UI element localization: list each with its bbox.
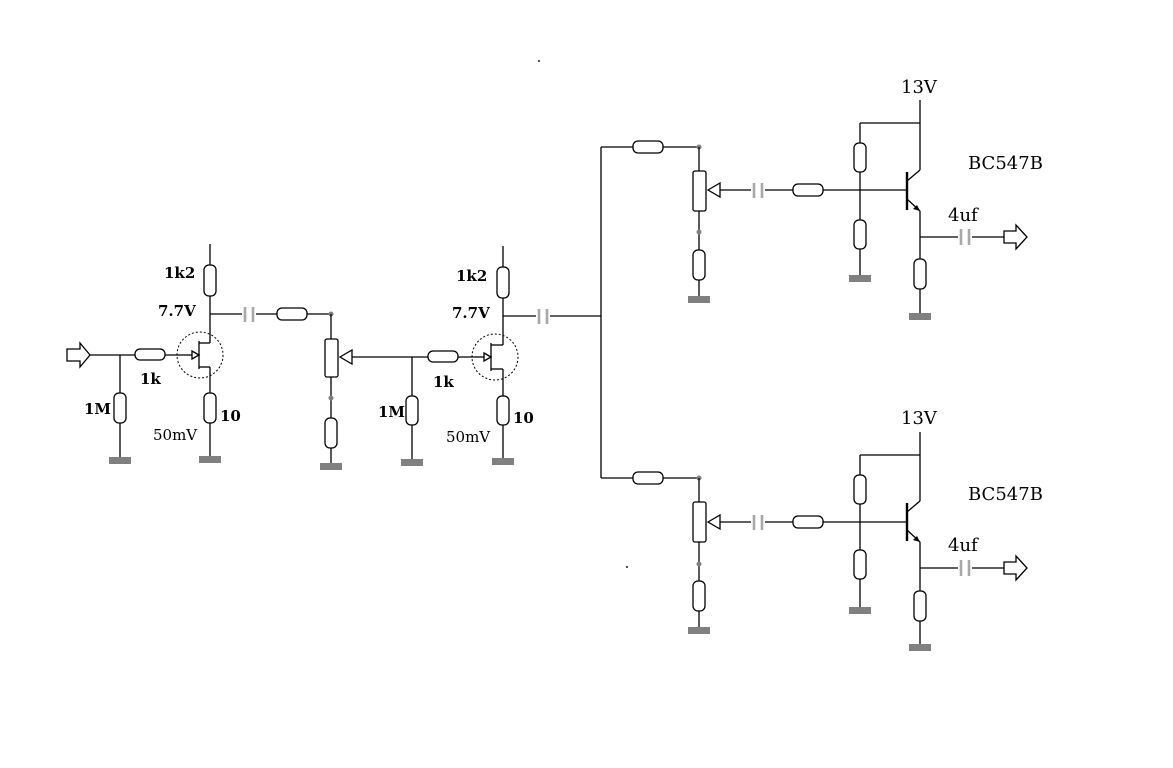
ground-icon [199, 456, 221, 463]
split-resistor-top [632, 140, 664, 154]
ground-icon [909, 313, 931, 320]
coupling-capacitor-bottom [752, 515, 764, 530]
wiper-arrow-icon [706, 181, 721, 199]
stage2-circuit [352, 147, 602, 478]
stage1-gate-resistor-label: 1k [140, 370, 161, 388]
stage2-gate-resistor-label: 1k [433, 373, 454, 391]
emitter-resistor-top [913, 258, 927, 290]
stage1-circuit [66, 244, 353, 470]
gate-resistor-2 [427, 350, 459, 363]
ground-icon [401, 459, 423, 466]
bias-lower-resistor-top [853, 219, 867, 250]
ground-icon [688, 627, 710, 634]
base-resistor-bottom [792, 515, 824, 529]
pot-resistor-1 [324, 417, 338, 449]
stage1-drain-resistor-label: 1k2 [164, 264, 196, 282]
stage2-drain-resistor-label: 1k2 [456, 267, 488, 285]
bjt-bottom [905, 432, 921, 591]
output-arrow-icon [1003, 223, 1028, 251]
bjt-top [905, 100, 921, 259]
output-top-circuit [601, 100, 1028, 320]
top-capacitor-label: 4uf [948, 205, 978, 226]
source-resistor-2 [496, 395, 510, 426]
potentiometer-1 [324, 338, 339, 378]
potentiometer-top [692, 170, 707, 212]
ground-icon [849, 275, 871, 282]
bottom-capacitor-label: 4uf [948, 535, 978, 556]
coupling-capacitor-top [752, 183, 764, 198]
bias-upper-resistor-top [853, 142, 867, 173]
pot-resistor-bottom [692, 580, 706, 612]
stage1-bias-resistor-label: 1M [84, 400, 112, 418]
potentiometer-bottom [692, 501, 707, 543]
output-capacitor-bottom [959, 560, 971, 576]
stage1-drain-voltage-label: 7.7V [158, 302, 196, 320]
bottom-transistor-label: BC547B [968, 484, 1043, 505]
wiper-arrow-icon [338, 348, 353, 366]
ground-icon [109, 457, 131, 464]
ground-icon [688, 296, 710, 303]
drain-resistor-1 [203, 264, 217, 297]
bottom-supply-label: 13V [901, 408, 937, 429]
emitter-resistor-bottom [913, 590, 927, 622]
coupling-capacitor-1 [243, 307, 255, 322]
stage1-source-voltage-label: 50mV [153, 426, 198, 444]
output-capacitor-top [959, 229, 971, 245]
jfet-2 [471, 298, 519, 396]
bias-upper-resistor-bottom [853, 474, 867, 505]
output-arrow-icon [1003, 554, 1028, 582]
stage1-source-resistor-label: 10 [220, 407, 241, 425]
split-resistor-bottom [632, 471, 664, 485]
ground-icon [849, 607, 871, 614]
stage2-drain-voltage-label: 7.7V [452, 304, 490, 322]
series-resistor-1 [276, 307, 308, 321]
ground-icon [320, 463, 342, 470]
base-resistor-top [792, 183, 824, 197]
ground-icon [492, 458, 514, 465]
stage2-source-voltage-label: 50mV [446, 428, 491, 446]
stage2-bias-resistor-label: 1M [378, 403, 406, 421]
source-resistor-1 [203, 392, 217, 424]
wiper-arrow-icon [706, 513, 721, 531]
jfet-1 [176, 296, 224, 393]
coupling-capacitor-2 [537, 309, 549, 324]
bias-resistor-2 [405, 395, 419, 426]
drain-resistor-2 [496, 266, 510, 299]
stage2-source-resistor-label: 10 [513, 409, 534, 427]
top-transistor-label: BC547B [968, 153, 1043, 174]
bias-resistor-1 [113, 392, 127, 424]
pot-resistor-top [692, 249, 706, 281]
output-bottom-circuit [601, 432, 1028, 651]
top-supply-label: 13V [901, 77, 937, 98]
bias-lower-resistor-bottom [853, 549, 867, 580]
input-arrow-icon [66, 341, 91, 369]
gate-resistor-1 [134, 348, 166, 361]
ground-icon [909, 644, 931, 651]
